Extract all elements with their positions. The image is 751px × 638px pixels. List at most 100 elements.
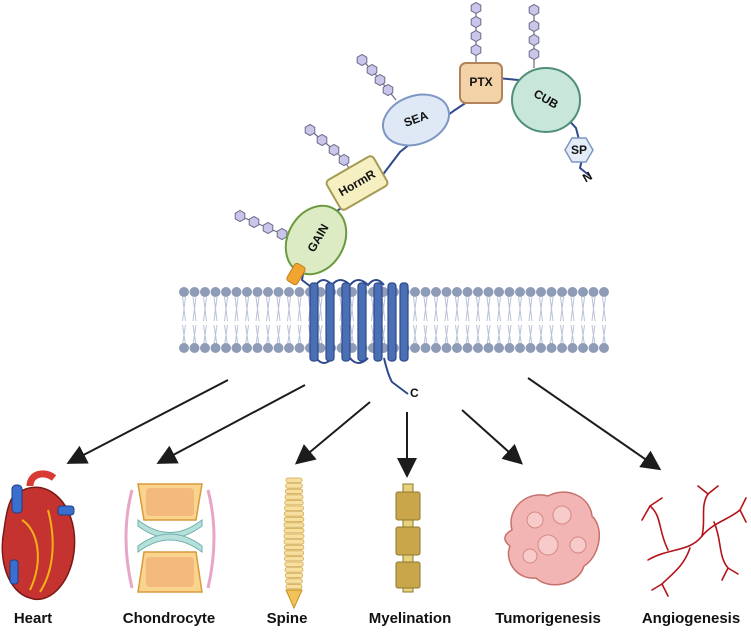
glycan-hexagon	[528, 3, 540, 17]
sp-domain	[564, 137, 594, 163]
vertebra	[283, 539, 305, 545]
tissue-label-myelination: Myelination	[368, 610, 452, 627]
lipid-head	[546, 343, 557, 353]
tm-helix	[357, 282, 367, 362]
lipid-head	[179, 343, 189, 353]
cub-domain	[511, 67, 581, 133]
lipid-tail	[266, 324, 270, 346]
glycan-hexagon	[470, 15, 482, 29]
lipid-head	[200, 343, 210, 353]
lipid-tail	[318, 296, 323, 322]
tm-helix	[309, 282, 319, 362]
lipid-head	[525, 343, 536, 353]
lipid-tail	[192, 296, 197, 322]
lipid-tail	[497, 324, 501, 346]
lipid-head	[462, 343, 473, 353]
lipid-head	[557, 287, 567, 297]
lipid-head	[221, 343, 231, 353]
lipid-tail	[570, 324, 575, 346]
lipid-tail	[476, 324, 480, 346]
lipid-tail	[549, 296, 554, 322]
lipid-tail	[234, 324, 239, 346]
lipid-tail	[203, 324, 207, 346]
lipid-head	[504, 287, 515, 297]
lipid-head	[263, 343, 273, 353]
vertebra	[283, 522, 305, 528]
lipid-head	[273, 343, 284, 353]
lipid-head	[473, 287, 483, 297]
lipid-tail	[423, 324, 428, 346]
lipid-head	[483, 343, 494, 353]
lipid-tail	[245, 296, 249, 322]
tissue-label-heart: Heart	[13, 610, 53, 627]
lipid-tail	[297, 296, 302, 322]
lipid-head	[420, 287, 431, 297]
lipid-head	[557, 343, 567, 353]
lipid-tail	[528, 296, 533, 322]
lipid-tail	[182, 324, 186, 346]
gain-domain	[284, 204, 348, 286]
vertebra	[285, 578, 303, 584]
lipid-tail	[518, 296, 522, 322]
lipid-tails	[182, 296, 606, 346]
sp-label: SP	[570, 143, 587, 157]
glycan-hexagon	[338, 153, 350, 167]
lipid-tail	[602, 324, 606, 346]
glycan-hexagon	[528, 47, 540, 61]
lipid-head	[410, 343, 420, 353]
lipid-head	[536, 343, 546, 353]
heart-illustration	[1, 470, 76, 601]
lipid-tail	[266, 296, 270, 322]
tm-helix	[341, 282, 351, 362]
vertebra	[284, 567, 304, 573]
tissue-label-chondrocyte: Chondrocyte	[122, 610, 216, 627]
glycan-hexagon	[470, 1, 482, 15]
lipid-head	[567, 287, 578, 297]
lipid-tail	[570, 296, 575, 322]
vertebra	[284, 494, 304, 500]
lipid-head	[410, 287, 420, 297]
lipid-tail	[297, 324, 302, 346]
tm-helix	[387, 282, 397, 362]
vertebra	[283, 528, 305, 534]
lipid-head	[252, 343, 263, 353]
chondrocyte-illustration	[124, 483, 216, 593]
lipid-tail	[497, 296, 501, 322]
lipid-head	[483, 287, 494, 297]
glycan-hexagon	[304, 123, 316, 137]
lipid-tail	[255, 296, 260, 322]
vertebra	[284, 505, 304, 511]
lipid-head	[179, 287, 189, 297]
lipid-tail	[486, 296, 491, 322]
glycan-hexagon	[276, 227, 288, 241]
lipid-head	[231, 287, 242, 297]
lipid-head	[536, 287, 546, 297]
lipid-head	[210, 287, 221, 297]
glycan-hexagon	[316, 133, 328, 147]
lipid-tail	[413, 324, 417, 346]
glycan-hexagon	[328, 143, 340, 157]
lipid-tail	[507, 296, 512, 322]
lipid-tail	[518, 324, 522, 346]
lipid-tail	[287, 324, 291, 346]
lipid-tail	[276, 296, 281, 322]
lipid-tail	[486, 324, 491, 346]
lipid-head	[189, 343, 200, 353]
lipid-head	[588, 287, 599, 297]
lipid-tail	[560, 324, 564, 346]
lipid-tail	[213, 296, 218, 322]
glycan-hexagon	[528, 33, 540, 47]
vertebra	[284, 499, 304, 506]
lipid-tail	[539, 296, 543, 322]
lipid-head	[441, 287, 452, 297]
tm-helix	[399, 282, 409, 362]
lipid-head	[242, 343, 252, 353]
lipid-tail	[350, 296, 354, 322]
sea-domain	[382, 93, 450, 147]
vertebra	[285, 477, 303, 483]
glycan-hexagon	[366, 63, 378, 77]
lipid-head	[294, 287, 305, 297]
arrow-tumorigenesis	[461, 409, 523, 465]
vertebra	[284, 561, 304, 567]
lipid-tail	[591, 296, 596, 322]
